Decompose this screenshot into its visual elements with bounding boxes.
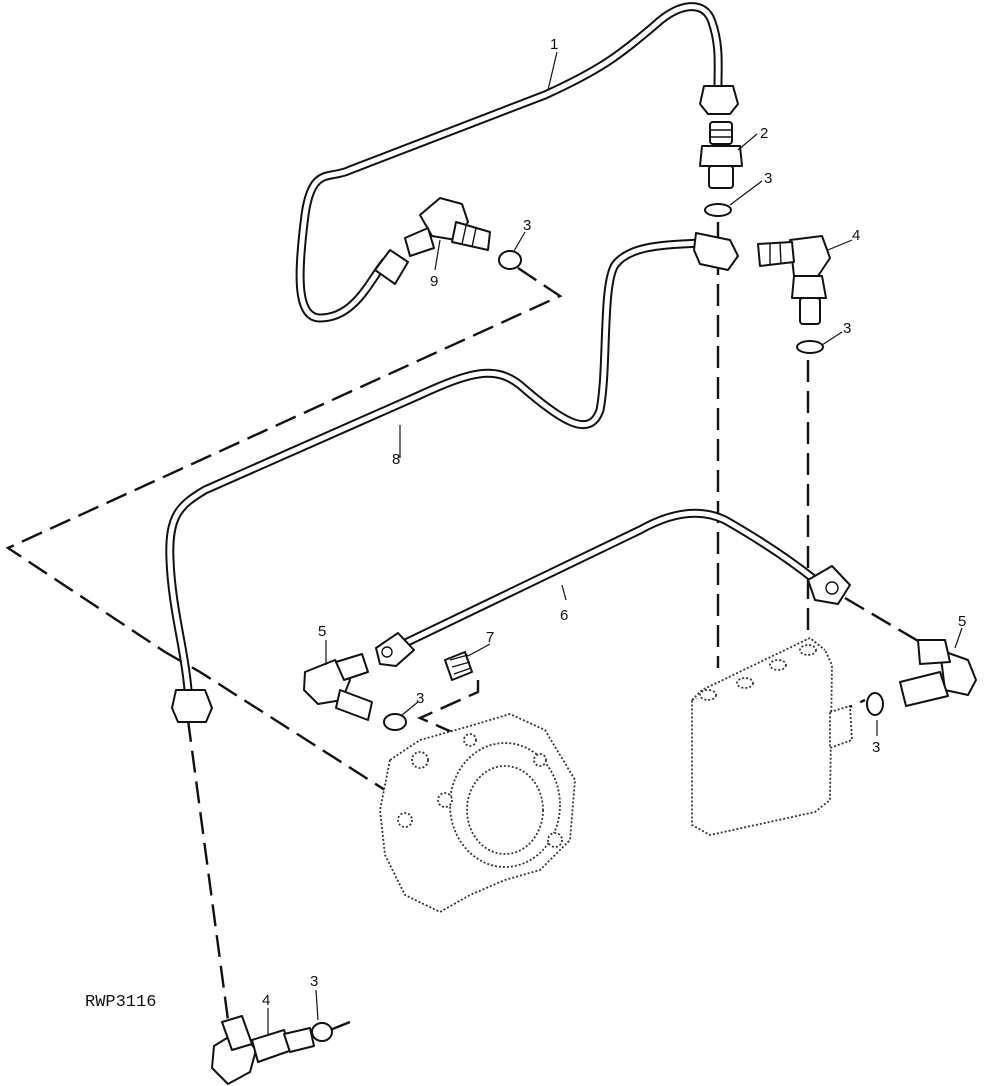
washer-filter [866,692,884,716]
callout-labels: 1 2 3 3 9 4 3 8 6 5 7 3 5 3 4 3 RWP3116 [85,36,966,1012]
plug-7 [444,651,473,681]
assembly-dash-lines [5,222,926,1051]
fuel-line-6 [375,508,851,667]
callout-3-under-4: 3 [843,320,851,337]
tube-6-nut-left [375,632,415,667]
leader-lines [267,51,963,1034]
callout-2: 2 [760,125,768,142]
tube-1-nut-end [374,249,409,285]
elbow-fitting-5-left [303,653,373,721]
dash-line-8-vertical [186,719,234,1051]
dash-line-9-to-left [5,267,563,654]
washer-bottom [311,1022,333,1042]
elbow-fitting-4-lower [211,1015,315,1085]
elbow-fitting-4-upper [757,235,831,325]
callout-7: 7 [486,629,494,646]
callout-8: 8 [392,451,400,468]
washers-3 [311,203,884,1042]
callout-9: 9 [430,273,438,290]
callout-3-pump: 3 [416,690,424,707]
callout-5-left: 5 [318,623,326,640]
callout-1: 1 [550,36,558,53]
callout-6: 6 [560,607,568,624]
washer-near-9 [498,250,522,270]
washer-pump [383,713,407,731]
callout-4-upper: 4 [852,227,860,244]
tube-8-nut-bottom [171,689,213,723]
dash-line-6-right [844,596,926,647]
fuel-line-8 [165,232,739,723]
callout-3-near-9: 3 [523,217,531,234]
dash-line-left-to-pump [164,650,386,792]
elbow-fitting-5-right [899,639,977,707]
callout-3-upper-center: 3 [764,170,772,187]
elbow-fitting-9 [404,197,491,257]
tube-6-nut-right [807,565,851,605]
fuel-line-1 [295,2,739,323]
fuel-filter-body [691,636,853,836]
washer-under-4 [796,340,824,354]
washer-under-2 [704,203,732,217]
injection-pump-housing [379,713,576,914]
callout-5-right: 5 [958,613,966,630]
callout-3-filter: 3 [872,739,880,756]
connector-2 [699,121,743,189]
tube-8-nut-top [693,232,739,271]
dash-line-3-bottom [329,1020,351,1032]
figure-id: RWP3116 [85,993,156,1012]
dash-line-7-bracket [417,680,480,742]
callout-3-bottom: 3 [310,973,318,990]
callout-4-lower: 4 [262,992,270,1009]
tube-1-nut-top [699,85,739,115]
